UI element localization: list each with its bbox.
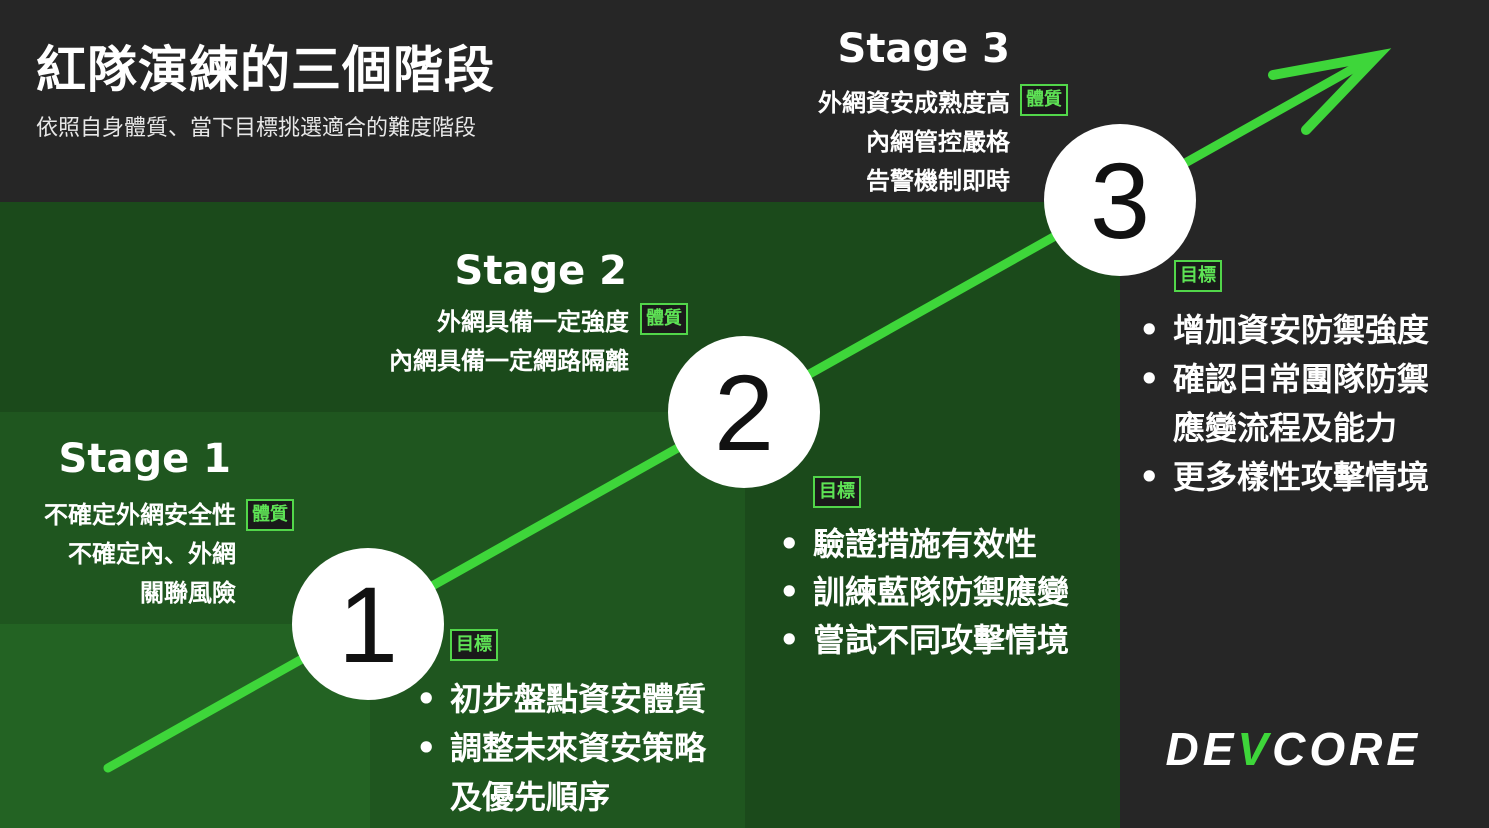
stage-2-goals: 驗證措施有效性 訓練藍隊防禦應變 嘗試不同攻擊情境 bbox=[777, 520, 1069, 664]
page-subtitle: 依照自身體質、當下目標挑選適合的難度階段 bbox=[36, 116, 477, 141]
stage-1-goal-item: 初步盤點資安體質 bbox=[414, 675, 706, 724]
stage-3-title: Stage 3 bbox=[837, 26, 1010, 72]
devcore-logo: DEVCORE bbox=[1166, 722, 1422, 776]
logo-text-prefix: DE bbox=[1165, 723, 1238, 775]
stage-2-goal-item: 嘗試不同攻擊情境 bbox=[777, 616, 1069, 664]
stage-3-number-circle: 3 bbox=[1044, 124, 1196, 276]
stage-1-condition-tag: 體質 bbox=[246, 499, 294, 531]
stage-3-condition: 外網資安成熟度高 bbox=[818, 89, 1010, 117]
stage-2-goal-item: 驗證措施有效性 bbox=[777, 520, 1069, 568]
stage-3-goal-item: 更多樣性攻擊情境 bbox=[1137, 453, 1429, 502]
stage-1-goals: 初步盤點資安體質 調整未來資安策略 及優先順序 bbox=[414, 675, 706, 822]
stage-3-conditions: 外網資安成熟度高 內網管控嚴格 告警機制即時 bbox=[818, 84, 1010, 201]
stage-1-condition: 不確定外網安全性 bbox=[44, 501, 236, 529]
stage-1-condition: 不確定內、外網 bbox=[68, 540, 236, 568]
stage-1-goal-item: 調整未來資安策略 bbox=[414, 724, 706, 773]
stage-2-conditions: 外網具備一定強度 內網具備一定網路隔離 bbox=[389, 303, 629, 381]
stage-3-condition: 內網管控嚴格 bbox=[866, 128, 1010, 156]
stage-2-condition: 外網具備一定強度 bbox=[437, 308, 629, 336]
stage-3-goal-tag: 目標 bbox=[1174, 260, 1222, 292]
stage-2-number-circle: 2 bbox=[668, 336, 820, 488]
stage-2-condition-tag: 體質 bbox=[640, 303, 688, 335]
arrow-head-icon bbox=[1268, 48, 1392, 135]
page-title: 紅隊演練的三個階段 bbox=[36, 41, 495, 99]
stage-1-goal-tag: 目標 bbox=[450, 629, 498, 661]
stage-1-condition: 關聯風險 bbox=[140, 579, 236, 607]
stage-2-goal-tag: 目標 bbox=[813, 476, 861, 508]
logo-v-mark: V bbox=[1237, 723, 1273, 775]
stage-3-goal-item goal-continuation: 應變流程及能力 bbox=[1173, 409, 1398, 447]
stage-3-condition: 告警機制即時 bbox=[866, 167, 1010, 195]
stage-3-goal-item: 增加資安防禦強度 bbox=[1137, 306, 1429, 355]
stage-2-goal-item: 訓練藍隊防禦應變 bbox=[777, 568, 1069, 616]
stage-1-goal-item goal-continuation: 及優先順序 bbox=[450, 778, 611, 816]
stage-3-condition-tag: 體質 bbox=[1020, 84, 1068, 116]
stage-2-title: Stage 2 bbox=[454, 248, 627, 294]
stage-2-condition: 內網具備一定網路隔離 bbox=[389, 347, 629, 375]
stage-1-conditions: 不確定外網安全性 不確定內、外網 關聯風險 bbox=[44, 496, 236, 613]
logo-text-suffix: CORE bbox=[1272, 723, 1421, 775]
stage-3-goal-item: 確認日常團隊防禦 bbox=[1137, 355, 1429, 404]
stage-3-goals: 增加資安防禦強度 確認日常團隊防禦 應變流程及能力 更多樣性攻擊情境 bbox=[1137, 306, 1429, 502]
stage-1-title: Stage 1 bbox=[58, 436, 231, 482]
